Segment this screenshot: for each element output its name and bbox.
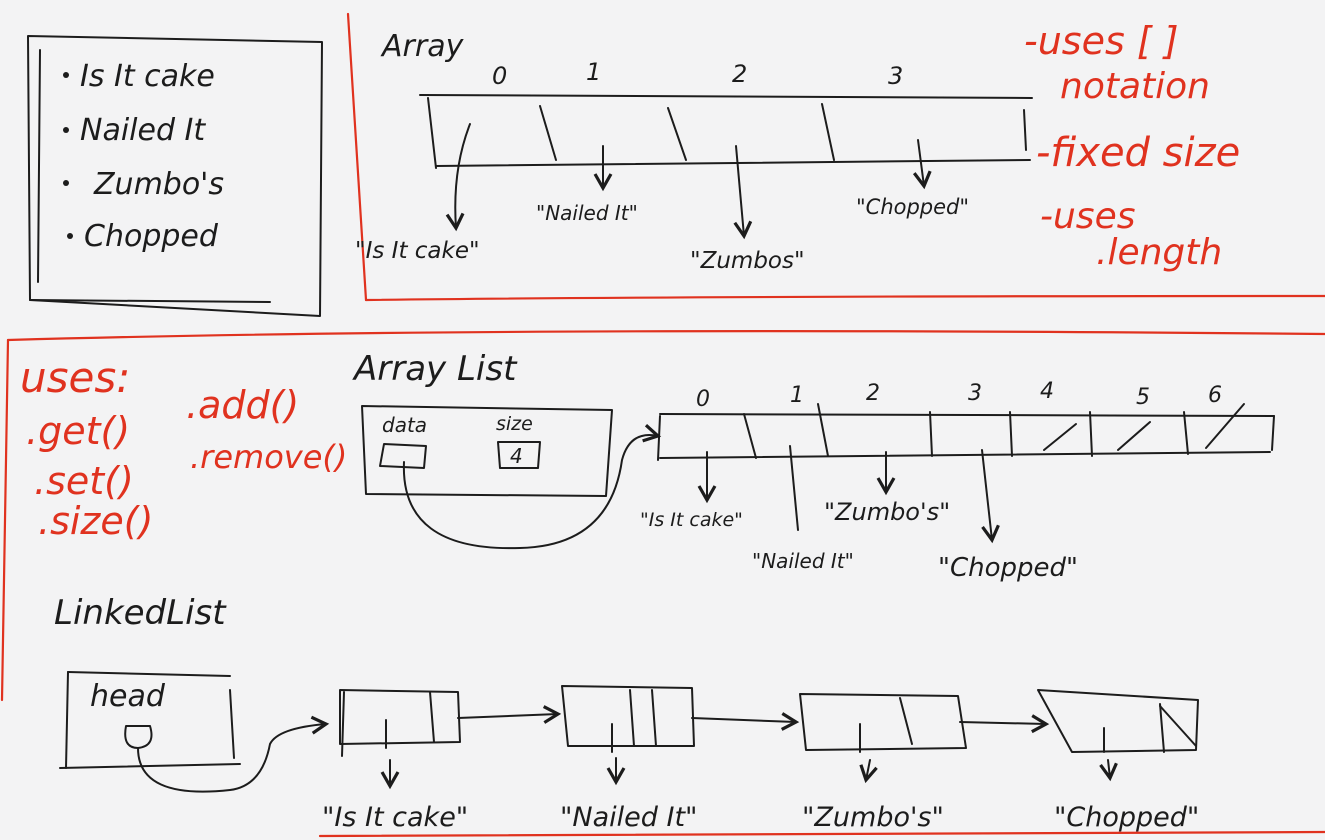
method-label: .get() bbox=[26, 409, 130, 453]
shows-list: Is It cake Nailed It Zumbo's Chopped bbox=[63, 59, 224, 254]
index-label: 0 bbox=[696, 387, 710, 412]
linkedlist-node bbox=[1037, 689, 1199, 782]
red-divider-top bbox=[364, 294, 1325, 302]
data-pointer-box bbox=[379, 443, 427, 469]
index-label: 3 bbox=[968, 381, 982, 406]
list-item: Zumbo's bbox=[93, 167, 224, 202]
index-label: 1 bbox=[790, 383, 804, 408]
method-label: .size() bbox=[38, 499, 153, 543]
array-item: "Chopped" bbox=[856, 195, 969, 219]
index-label: 1 bbox=[586, 58, 601, 86]
list-item: Chopped bbox=[84, 219, 219, 254]
method-label: .set() bbox=[34, 459, 134, 503]
bullet-dot bbox=[63, 180, 69, 186]
index-label: 3 bbox=[888, 62, 903, 90]
linkedlist-item: "Zumbo's" bbox=[802, 802, 944, 833]
field-label-size: size bbox=[496, 413, 533, 435]
bullet-dot bbox=[63, 72, 69, 78]
array-indices: 0 1 2 3 bbox=[492, 58, 903, 90]
linkedlist-items: "Is It cake" "Nailed It" "Zumbo's" "Chop… bbox=[322, 802, 1199, 833]
next-pointer-arrow bbox=[457, 705, 562, 724]
linkedlist-item: "Chopped" bbox=[1054, 802, 1199, 833]
arraylist-items: "Is It cake" "Nailed It" "Zumbo's" "Chop… bbox=[640, 498, 1078, 583]
linkedlist-node bbox=[799, 693, 967, 784]
array-note: -fixed size bbox=[1036, 130, 1240, 176]
list-item: Nailed It bbox=[80, 113, 206, 148]
data-pointer-arrow bbox=[402, 424, 662, 550]
linkedlist-node bbox=[561, 685, 695, 786]
index-label: 5 bbox=[1136, 385, 1150, 410]
array-note: -uses bbox=[1040, 196, 1135, 237]
method-label: .add() bbox=[186, 383, 299, 427]
array-arrows bbox=[445, 123, 932, 240]
arraylist-arrows bbox=[697, 445, 1000, 544]
arraylist-methods: uses: .get() .add() .set() .remove() .si… bbox=[20, 353, 347, 543]
red-divider-vertical bbox=[346, 12, 368, 302]
array-box bbox=[419, 94, 1033, 169]
array-item: "Is It cake" bbox=[355, 238, 480, 264]
null-slash bbox=[1159, 705, 1197, 747]
red-divider-left bbox=[0, 338, 10, 702]
array-item: "Nailed It" bbox=[536, 201, 638, 225]
list-item: Is It cake bbox=[80, 59, 215, 94]
arraylist-object-box: data size 4 bbox=[361, 405, 613, 497]
array-item: "Zumbos" bbox=[690, 248, 805, 274]
arraylist-item: "Nailed It" bbox=[752, 549, 854, 573]
array-note: -uses [ ] bbox=[1024, 19, 1179, 63]
index-label: 2 bbox=[866, 381, 880, 406]
index-label: 4 bbox=[1040, 379, 1054, 404]
array-title: Array bbox=[380, 29, 465, 64]
next-pointer-arrow bbox=[959, 714, 1050, 734]
arraylist-backing-array bbox=[657, 403, 1275, 461]
head-pointer bbox=[124, 725, 153, 749]
size-box bbox=[497, 441, 541, 469]
index-label: 2 bbox=[732, 60, 747, 88]
shows-list-box bbox=[27, 35, 323, 317]
index-label: 6 bbox=[1208, 383, 1222, 408]
linkedlist-item: "Nailed It" bbox=[560, 802, 697, 833]
arraylist-item: "Chopped" bbox=[938, 553, 1078, 583]
head-pointer-arrow bbox=[137, 715, 330, 793]
arraylist-item: "Is It cake" bbox=[640, 509, 743, 531]
field-label-data: data bbox=[382, 413, 427, 437]
red-divider-middle bbox=[6, 329, 1325, 342]
index-label: 0 bbox=[492, 62, 507, 90]
array-note: .length bbox=[1096, 232, 1222, 273]
linkedlist-title: LinkedList bbox=[54, 593, 227, 633]
array-items: "Is It cake" "Nailed It" "Zumbos" "Chopp… bbox=[355, 195, 969, 274]
linkedlist-node bbox=[339, 689, 461, 790]
linkedlist-item: "Is It cake" bbox=[322, 802, 468, 833]
red-divider-bottom bbox=[318, 830, 1325, 838]
array-notes: -uses [ ] notation -fixed size -uses .le… bbox=[1024, 19, 1240, 273]
arraylist-indices: 0 1 2 3 4 5 6 bbox=[696, 379, 1222, 412]
methods-title: uses: bbox=[20, 353, 130, 402]
method-label: .remove() bbox=[190, 438, 347, 476]
bullet-dot bbox=[63, 127, 69, 133]
bullet-dot bbox=[67, 233, 73, 239]
linkedlist-head-box: head bbox=[59, 671, 241, 769]
size-value: 4 bbox=[510, 444, 523, 468]
array-note: notation bbox=[1060, 66, 1210, 107]
arraylist-item: "Zumbo's" bbox=[824, 498, 950, 526]
head-label: head bbox=[90, 679, 166, 714]
next-pointer-arrow bbox=[691, 712, 800, 731]
arraylist-title: Array List bbox=[352, 349, 518, 389]
